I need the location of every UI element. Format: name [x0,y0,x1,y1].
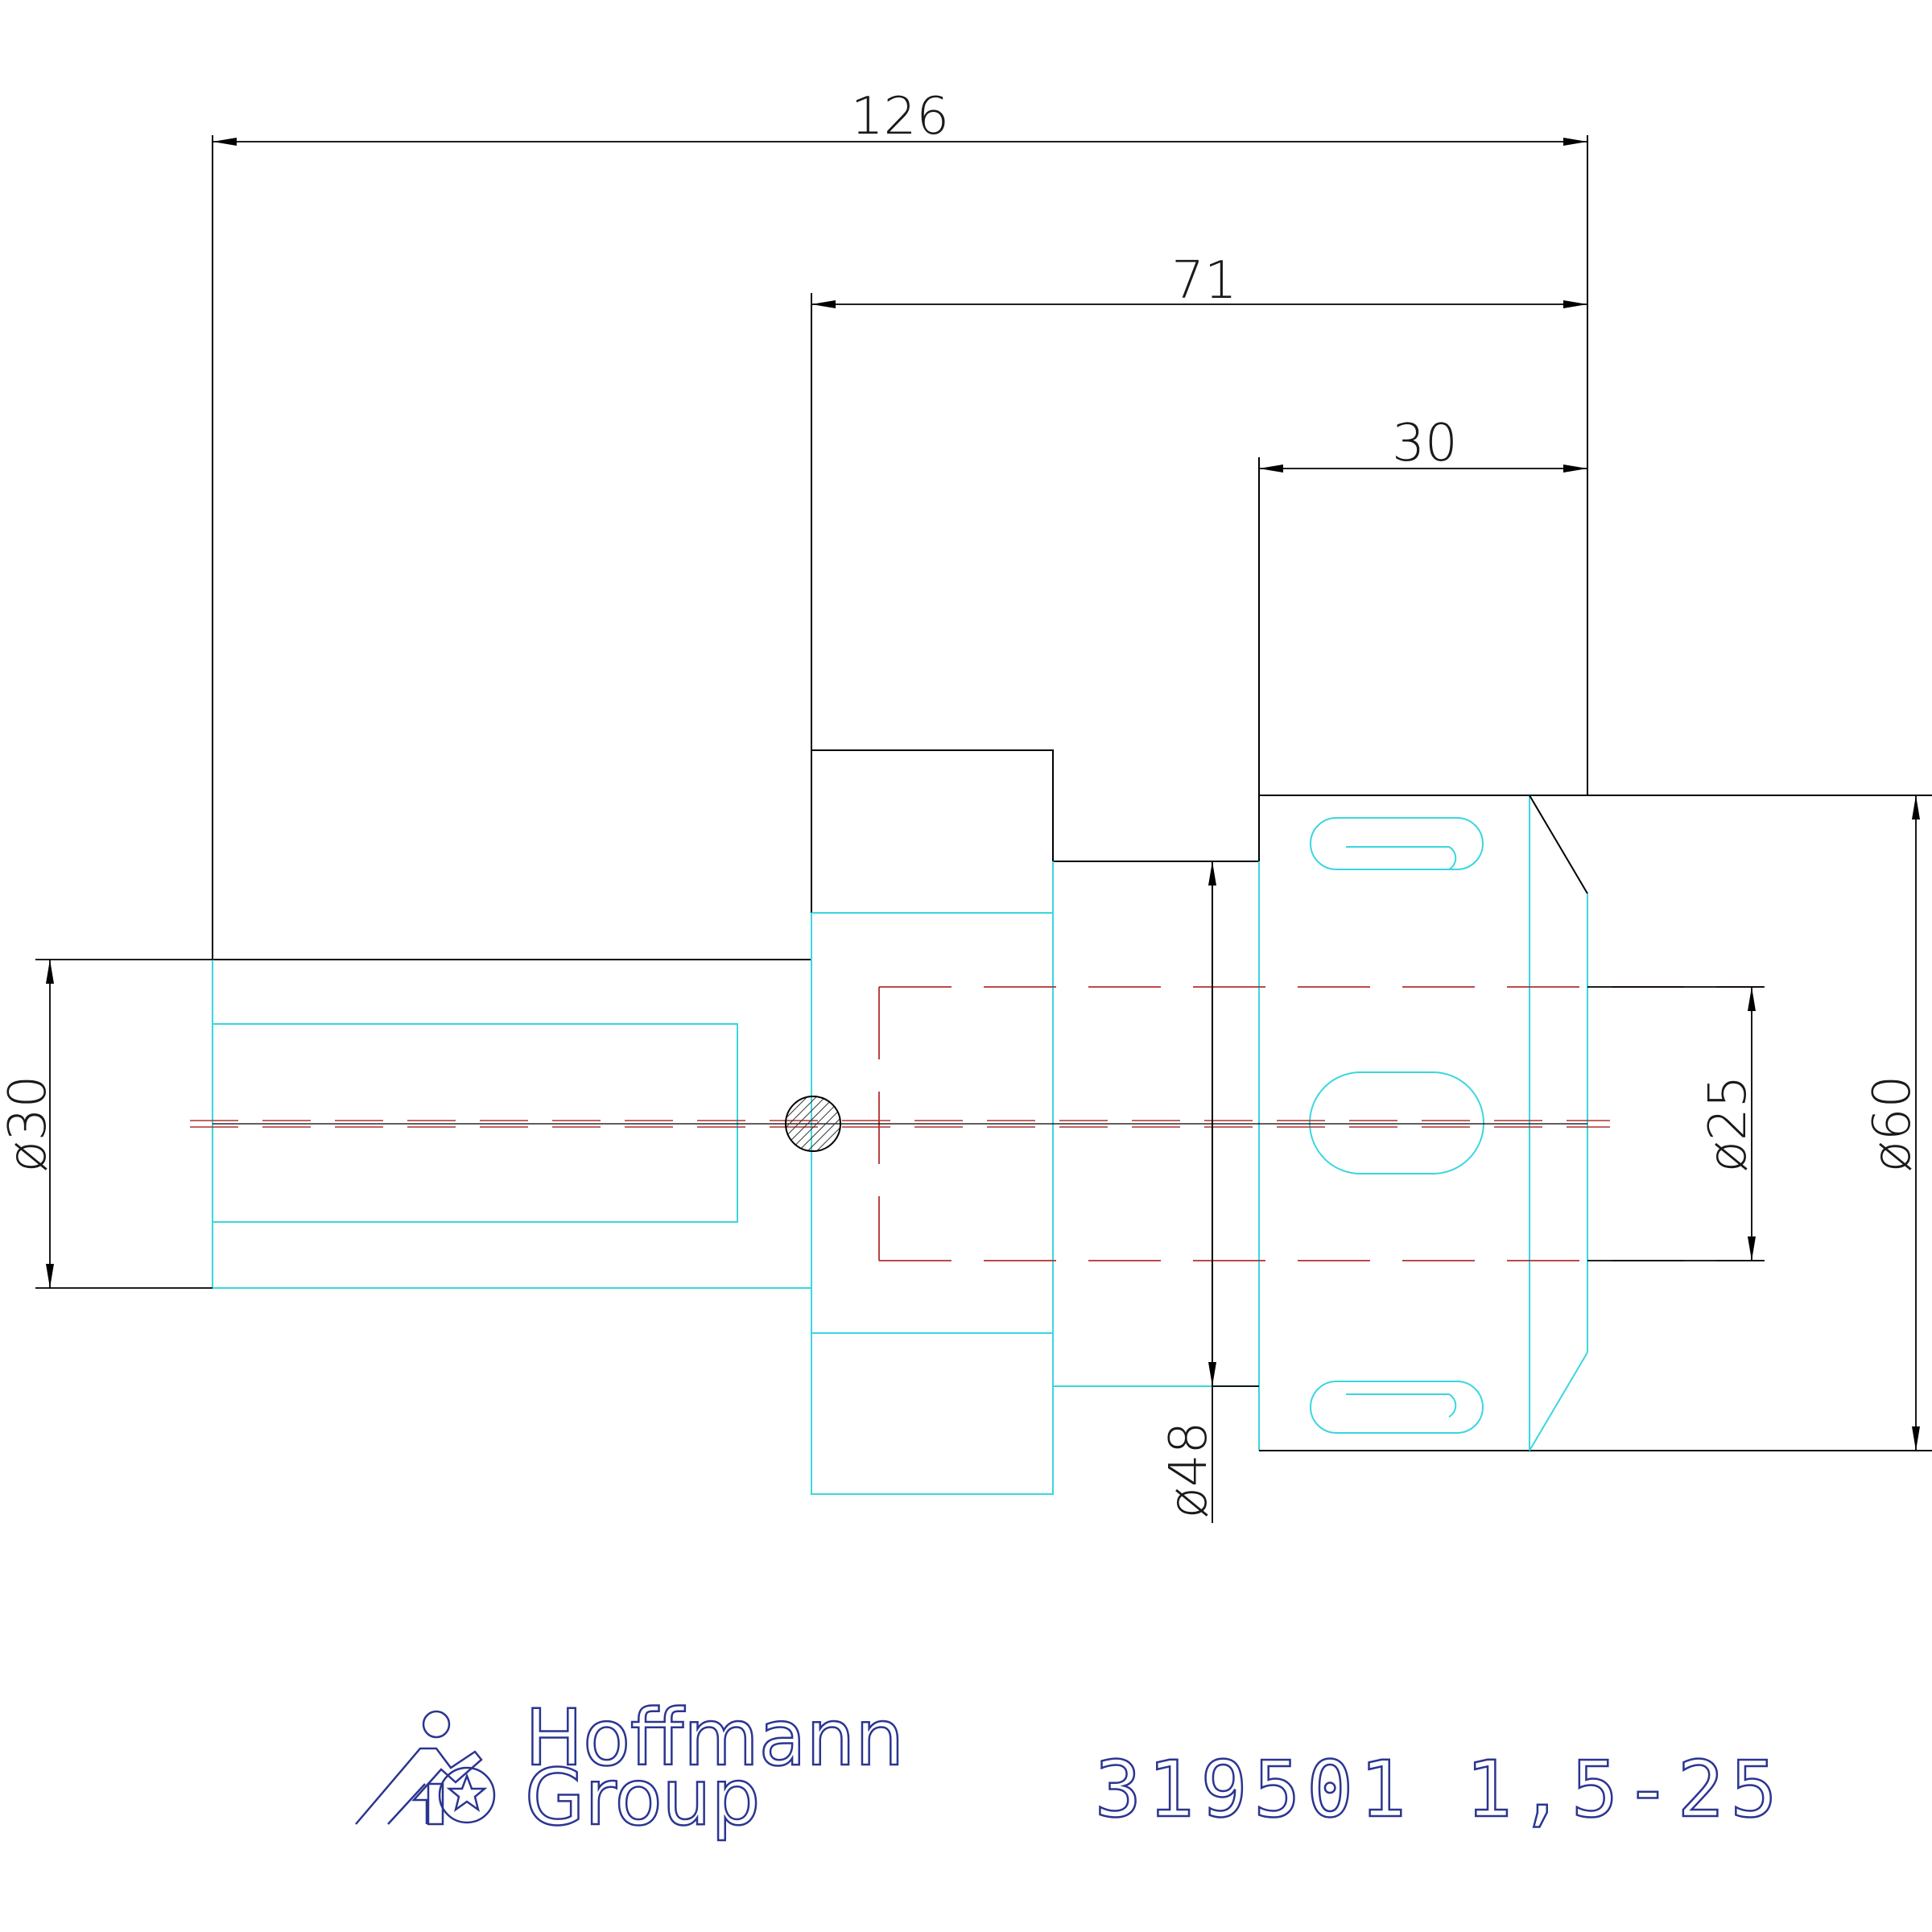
hoffmann-group-logo-icon [355,1710,496,1826]
dim-30: 30 [1392,414,1457,473]
dimension-labels: 126 71 30 ø30 ø25 ø60 ø48 [0,87,1922,1518]
dim-71: 71 [1171,251,1236,311]
logo-line-1: Hoffmann [525,1693,904,1783]
part-number: 319501 1,5-25 [1095,1744,1783,1835]
part-geometry [190,135,1932,1495]
logo-line-2: Group [525,1752,760,1843]
dim-dia60: ø60 [1863,1075,1922,1173]
dimension-lines [35,138,1920,1523]
hoffmann-group-logo: Hoffmann Group [355,1692,905,1843]
dim-dia25: ø25 [1699,1075,1758,1173]
dim-dia30: ø30 [0,1075,58,1173]
dim-126: 126 [851,87,949,147]
dim-dia48: ø48 [1159,1422,1219,1519]
